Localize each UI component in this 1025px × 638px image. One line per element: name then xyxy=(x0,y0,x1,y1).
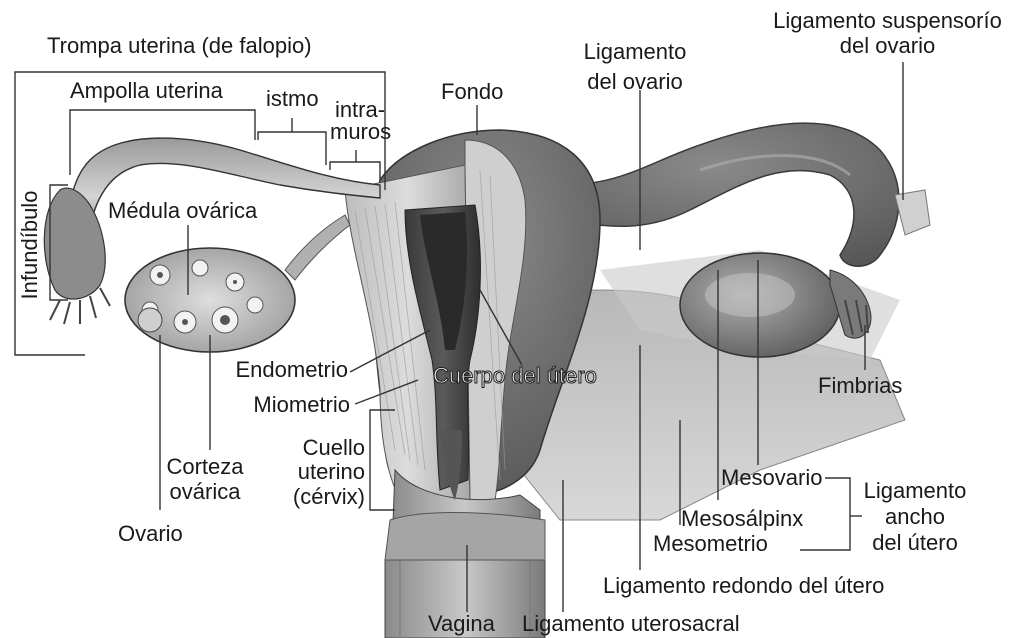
label-cuello-3: (cérvix) xyxy=(255,485,365,509)
label-ovario: Ovario xyxy=(118,522,183,546)
label-endometrio: Endometrio xyxy=(190,358,348,382)
label-vagina: Vagina xyxy=(428,612,495,636)
label-istmo: istmo xyxy=(266,87,319,111)
label-fondo: Fondo xyxy=(441,80,503,104)
label-ampolla-uterina: Ampolla uterina xyxy=(70,79,223,103)
label-corteza-2: ovárica xyxy=(150,480,260,504)
label-cuello-2: uterino xyxy=(255,460,365,484)
label-fimbrias: Fimbrias xyxy=(818,374,902,398)
label-lig-suspensorio-1: Ligamento suspensorío xyxy=(760,9,1015,33)
label-infundibulo: Infundíbulo xyxy=(17,185,43,305)
label-mesosalpinx: Mesosálpinx xyxy=(681,507,803,531)
label-corteza-1: Corteza xyxy=(150,455,260,479)
label-ligamento-ovario-2: del ovario xyxy=(565,70,705,94)
label-lig-ancho-2: ancho xyxy=(850,505,980,529)
label-trompa-uterina: Trompa uterina (de falopio) xyxy=(47,34,312,58)
label-lig-ancho-1: Ligamento xyxy=(850,479,980,503)
label-ligamento-ovario-1: Ligamento xyxy=(565,40,705,64)
label-intramuros-2: muros xyxy=(330,120,390,144)
label-lig-uterosacral: Ligamento uterosacral xyxy=(522,612,740,636)
label-lig-suspensorio-2: del ovario xyxy=(760,34,1015,58)
label-mesovario: Mesovario xyxy=(721,466,822,490)
label-medula-ovarica: Médula ovárica xyxy=(108,199,257,223)
label-cuello-1: Cuello xyxy=(255,436,365,460)
label-lig-ancho-3: del útero xyxy=(850,531,980,555)
label-cuerpo-del-utero: Cuerpo del útero xyxy=(433,363,597,389)
label-mesometrio: Mesometrio xyxy=(653,532,768,556)
label-lig-redondo: Ligamento redondo del útero xyxy=(603,574,884,598)
label-miometrio: Miometrio xyxy=(190,393,350,417)
